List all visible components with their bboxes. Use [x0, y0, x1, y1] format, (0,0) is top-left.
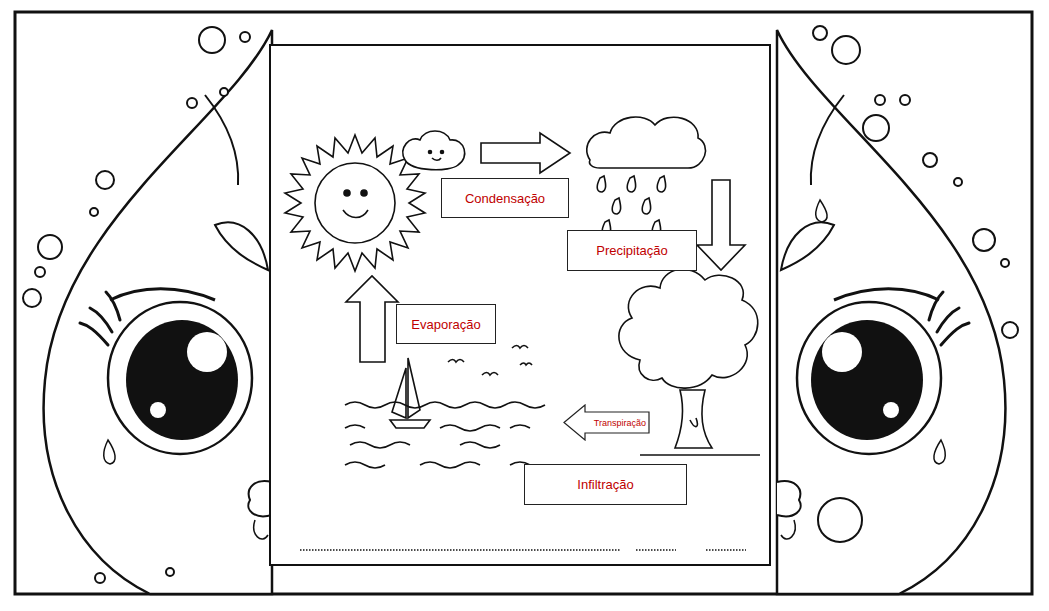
process-label: Evaporação [411, 317, 480, 332]
process-label: Condensação [465, 191, 545, 206]
process-label-box: Precipitação [567, 230, 697, 271]
process-label-box: Condensação [441, 178, 569, 218]
process-label: Transpiração [594, 418, 646, 428]
arrow-label: Transpiração [563, 404, 650, 441]
process-label: Precipitação [596, 243, 668, 258]
process-label-box: Infiltração [524, 464, 687, 505]
process-label: Infiltração [577, 477, 633, 492]
process-label-box: Evaporação [396, 304, 496, 344]
